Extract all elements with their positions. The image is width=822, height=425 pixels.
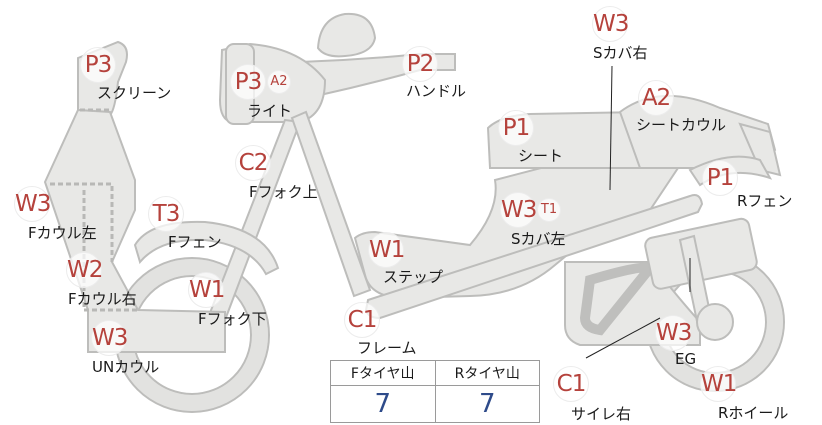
leader-muffler [585, 317, 661, 359]
sub-code-badge: T1 [537, 198, 561, 222]
label-f-fender: Fフェン [168, 233, 222, 251]
code-badge: W3 [91, 320, 128, 356]
label-muffler-r: サイレ右 [571, 405, 632, 423]
label-eg: EG [675, 350, 697, 368]
mark-step: W1 [368, 232, 405, 268]
mark-s-cover-r: W3 [592, 6, 629, 42]
label-f-fork-lower: Fフォク下 [198, 310, 267, 328]
code-badge: W1 [700, 366, 737, 402]
code-badge: P3 [80, 47, 116, 83]
label-seat-cowl: シートカウル [636, 116, 727, 134]
mirror [316, 12, 377, 58]
mark-muffler-r: C1 [553, 366, 589, 402]
mark-un-cowl: W3 [91, 320, 128, 356]
label-un-cowl: UNカウル [92, 358, 160, 376]
tire-tread-table: Fタイヤ山 Rタイヤ山 7 7 [330, 360, 540, 423]
code-badge: W3 [500, 192, 537, 228]
code-badge: P1 [498, 110, 534, 146]
code-badge: W1 [188, 272, 225, 308]
rear-tire-value: 7 [434, 385, 540, 423]
label-light: ライト [247, 102, 293, 120]
label-r-fender: Rフェン [737, 192, 793, 210]
mark-f-cowl-r: W2 [66, 252, 103, 288]
code-badge: P1 [702, 160, 738, 196]
tail-tip [738, 122, 782, 177]
front-tire-header: Fタイヤ山 [330, 360, 436, 386]
label-step: ステップ [383, 268, 444, 286]
label-s-cover-r: Sカバ右 [593, 44, 648, 62]
mark-handle: P2 [402, 46, 438, 82]
mark-eg: W3 [655, 315, 692, 351]
label-f-fork-upper: Fフォク上 [249, 183, 318, 201]
code-badge: P2 [402, 46, 438, 82]
engine-belt [579, 262, 659, 336]
label-screen: スクリーン [97, 84, 172, 102]
code-badge: P3 [230, 64, 266, 100]
label-f-cowl-r: Fカウル右 [68, 290, 137, 308]
mark-screen: P3 [80, 47, 116, 83]
mark-frame: C1 [344, 302, 380, 338]
leader-s-cover-r [609, 65, 613, 191]
front-tire-value: 7 [330, 385, 436, 423]
code-badge: W3 [655, 315, 692, 351]
code-badge: W3 [592, 6, 629, 42]
rear-tire-header: Rタイヤ山 [434, 360, 540, 386]
seam-cowl-upper [50, 182, 114, 262]
code-badge: C2 [235, 145, 271, 181]
sub-code-badge: A2 [267, 70, 291, 94]
mark-f-fork-lower: W1 [188, 272, 225, 308]
mark-r-wheel: W1 [700, 366, 737, 402]
airbox [644, 217, 758, 290]
label-s-cover-l: Sカバ左 [511, 230, 566, 248]
mark-r-fender: P1 [702, 160, 738, 196]
label-handle: ハンドル [406, 82, 467, 100]
label-seat: シート [518, 147, 564, 165]
code-badge: T3 [148, 196, 184, 232]
code-badge: C1 [553, 366, 589, 402]
code-badge: W1 [368, 232, 405, 268]
label-frame: フレーム [357, 339, 417, 357]
mark-f-cowl-l: W3 [14, 186, 51, 222]
code-badge: W2 [66, 252, 103, 288]
mark-seat: P1 [498, 110, 534, 146]
code-badge: A2 [638, 80, 674, 116]
rear-hub [696, 303, 734, 341]
label-r-wheel: Rホイール [718, 404, 789, 422]
code-badge: C1 [344, 302, 380, 338]
code-badge: W3 [14, 186, 51, 222]
label-f-cowl-l: Fカウル左 [28, 224, 97, 242]
frame-tube [290, 110, 372, 298]
mark-seat-cowl: A2 [638, 80, 674, 116]
mark-f-fork-upper: C2 [235, 145, 271, 181]
mark-f-fender: T3 [148, 196, 184, 232]
